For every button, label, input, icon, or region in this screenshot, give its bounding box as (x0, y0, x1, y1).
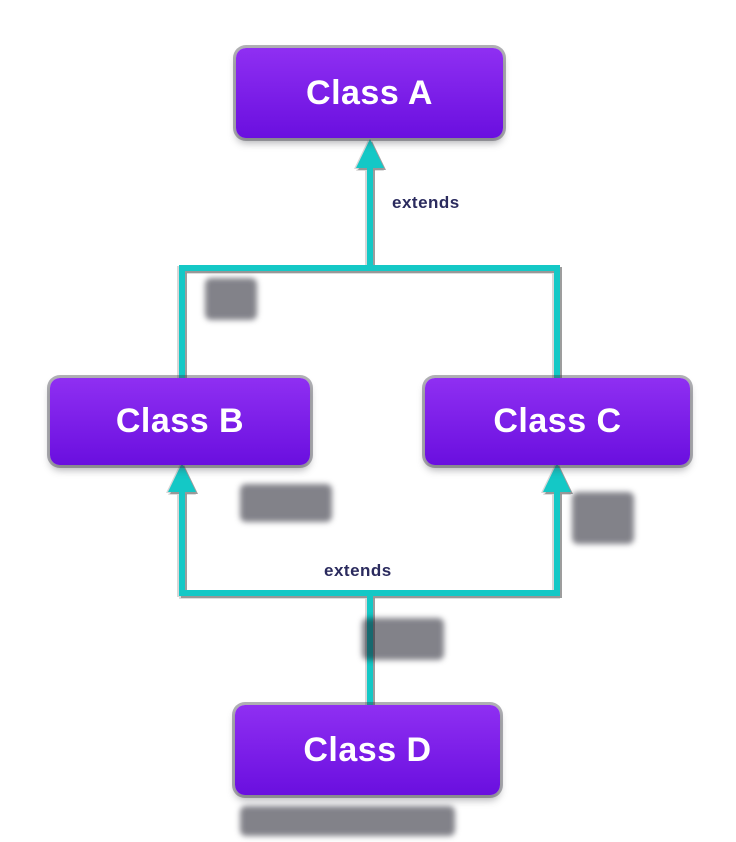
node-class-b: Class B (50, 378, 310, 465)
ghost-artifact (240, 806, 455, 836)
edge-group (168, 139, 571, 705)
edge-label-extends-bottom: extends (324, 561, 392, 580)
node-class-a: Class A (236, 48, 503, 138)
node-class-a-label: Class A (306, 73, 433, 112)
ghost-artifact (205, 278, 257, 320)
arrowhead-into-class-a (356, 139, 384, 168)
node-class-d-label: Class D (303, 730, 432, 769)
arrowhead-into-class-c (543, 463, 571, 492)
node-class-c-label: Class C (493, 402, 622, 440)
edge-label-extends-top: extends (392, 193, 460, 212)
node-class-b-label: Class B (115, 402, 245, 440)
node-class-c: Class C (425, 378, 690, 465)
ghost-artifact (240, 484, 332, 522)
ghost-artifact (572, 492, 634, 544)
node-class-d: Class D (235, 705, 500, 795)
ghost-artifact (362, 618, 444, 660)
arrowhead-into-class-b (168, 463, 196, 492)
